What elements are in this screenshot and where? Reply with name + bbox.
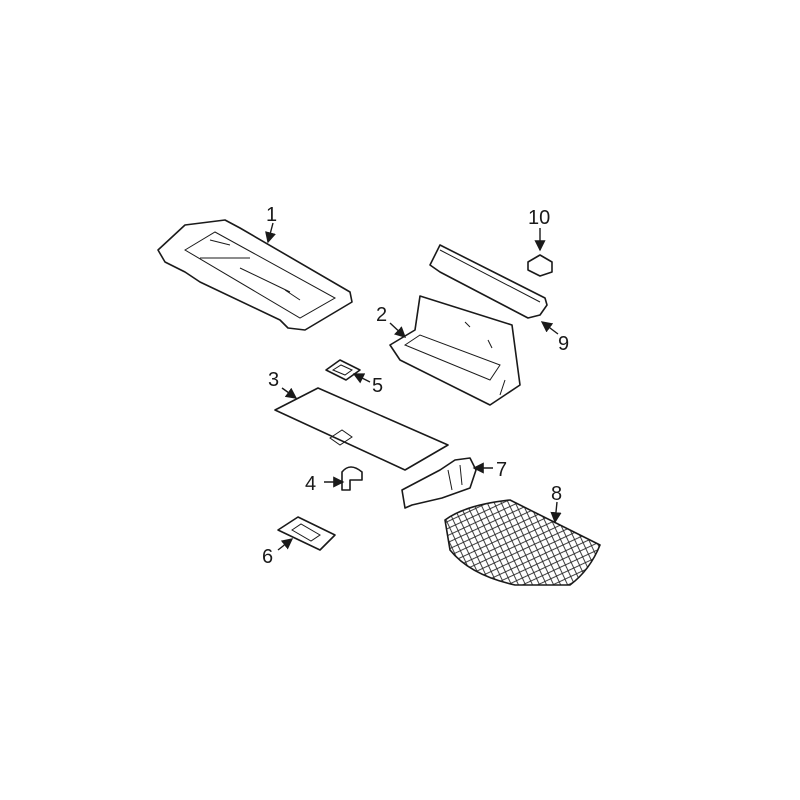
leader-9 [540, 321, 559, 335]
callout-3: 3 [268, 369, 279, 391]
part-10-clip [527, 254, 553, 277]
part-8-cargo-net [444, 499, 601, 586]
leader-lines [265, 222, 562, 551]
part-3-floor-panel [274, 387, 449, 471]
part-4-hook [341, 466, 363, 491]
leader-8 [550, 501, 562, 524]
callout-4: 4 [305, 473, 316, 495]
part-5-cover-plate [325, 359, 361, 381]
callout-labels: 1 2 3 4 5 6 7 8 9 10 [262, 204, 569, 568]
part-1-storage-tray [157, 219, 353, 331]
callout-9: 9 [558, 333, 569, 355]
callout-8: 8 [551, 483, 562, 505]
leader-2 [389, 322, 407, 338]
part-9-panel [429, 244, 548, 319]
callout-5: 5 [372, 375, 383, 397]
leader-5 [352, 373, 371, 384]
callout-1: 1 [266, 204, 277, 226]
leader-1 [265, 222, 276, 244]
callout-2: 2 [376, 304, 387, 326]
part-6-frame [277, 516, 336, 551]
callout-10: 10 [528, 207, 550, 229]
callout-7: 7 [496, 459, 507, 481]
callout-6: 6 [262, 546, 273, 568]
part-2-storage-bin [389, 295, 521, 406]
leader-3 [281, 387, 298, 399]
leader-6 [277, 538, 294, 551]
part-7-bracket [401, 457, 477, 509]
